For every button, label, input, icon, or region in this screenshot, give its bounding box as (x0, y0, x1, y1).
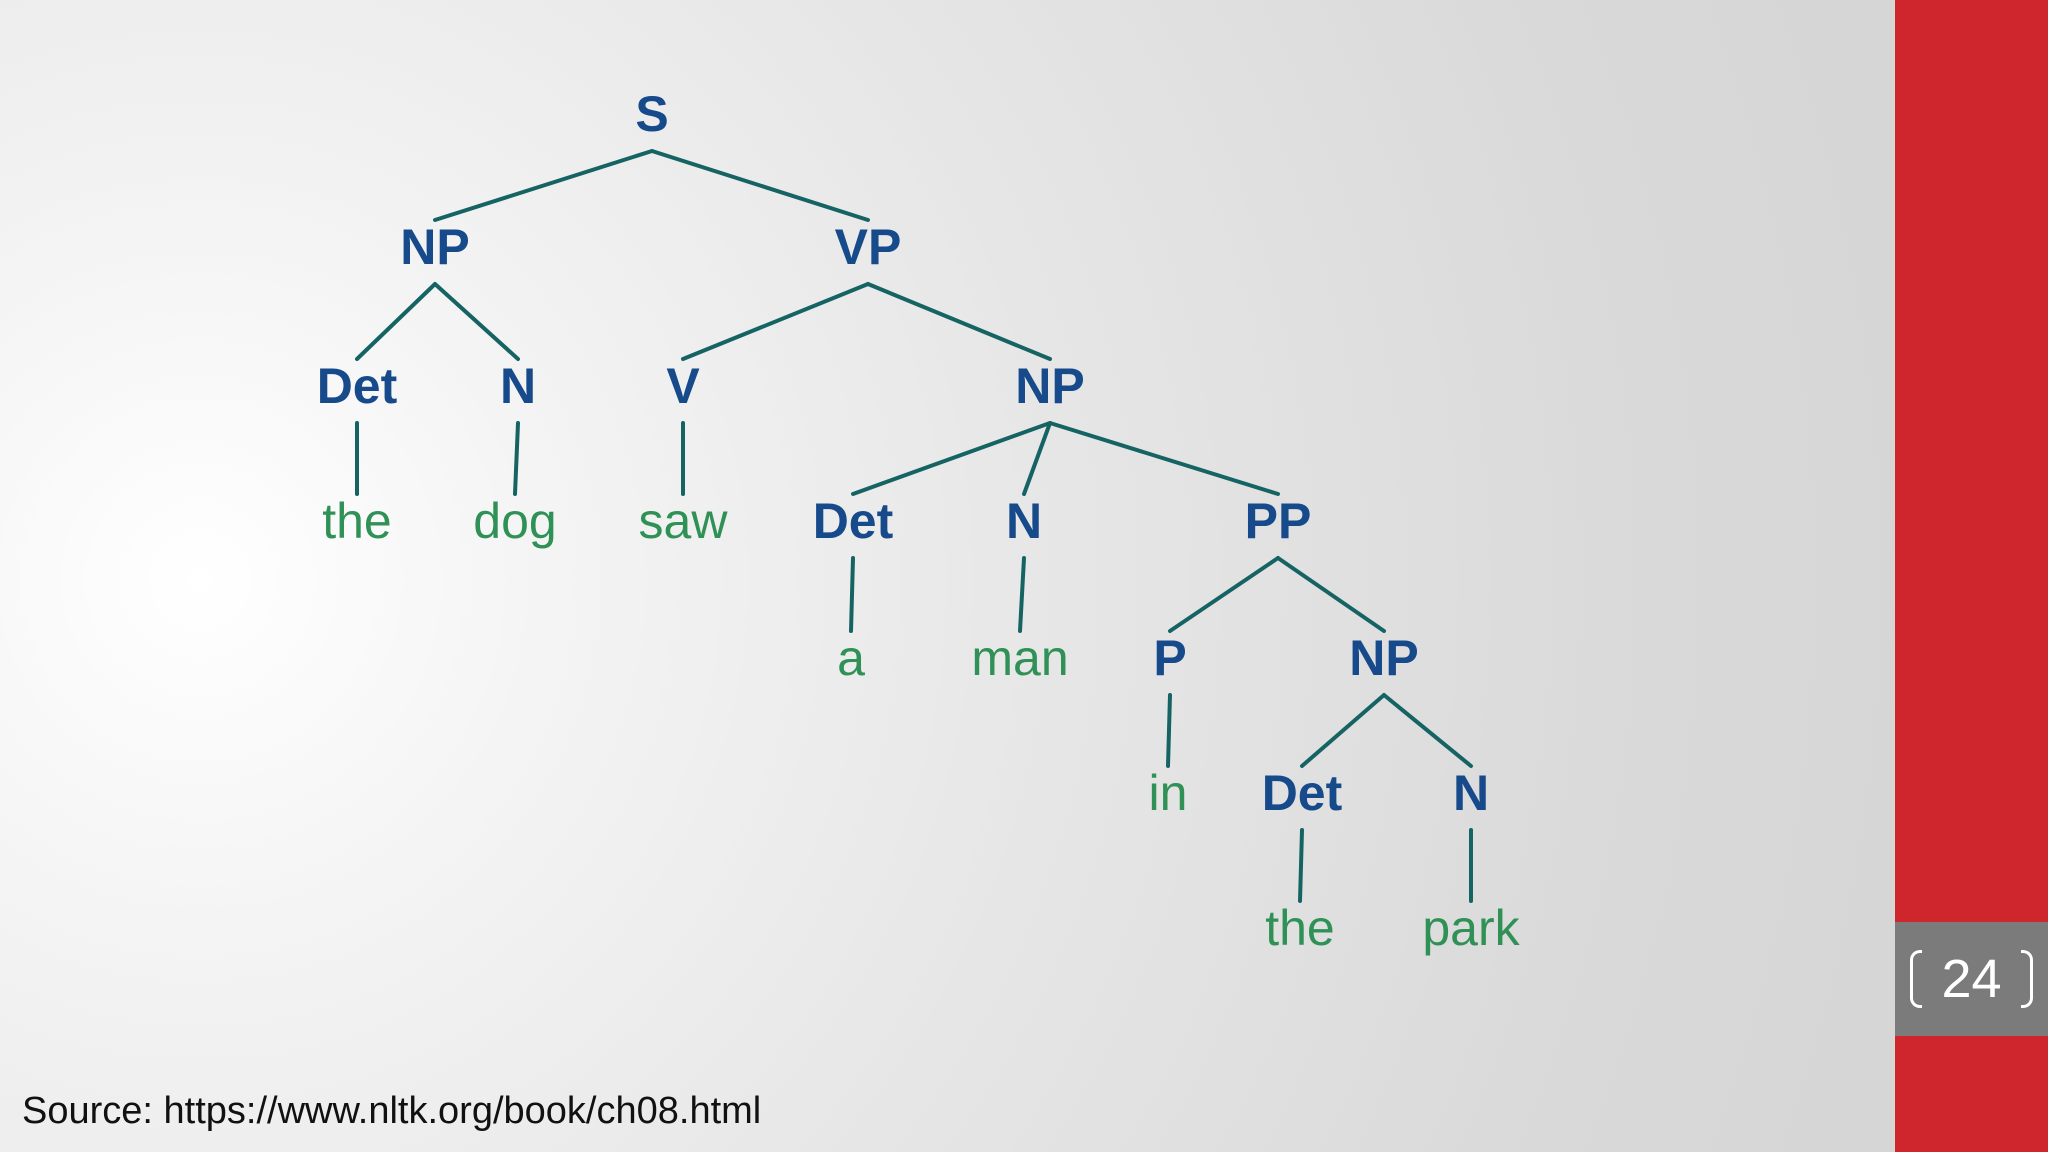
tree-edge-vp-np2 (866, 282, 1052, 361)
tree-node-np3: NP (1349, 630, 1418, 686)
tree-leaf-w-dog: dog (473, 493, 556, 549)
tree-edge-det3-w_the2 (1298, 828, 1304, 903)
tree-node-n2: N (1006, 493, 1042, 549)
tree-edge-vp-v (681, 282, 870, 361)
tree-edges (355, 149, 1473, 903)
tree-node-s: S (635, 86, 668, 142)
tree-node-n3: N (1453, 765, 1489, 821)
tree-leaf-w-a: a (837, 630, 865, 686)
tree-node-det1: Det (317, 358, 398, 414)
tree-edge-np1-det1 (355, 282, 437, 361)
tree-leaf-w-the1: the (322, 493, 392, 549)
tree-edge-np2-n2 (1022, 421, 1052, 496)
tree-edge-np3-n3 (1382, 693, 1473, 768)
tree-edge-np1-n1 (433, 282, 520, 361)
tree-edge-np2-pp (1048, 421, 1280, 496)
right-bracket-icon (2021, 950, 2033, 1008)
tree-edge-s-vp (650, 149, 870, 222)
tree-node-v: V (666, 358, 700, 414)
tree-edge-np2-det2 (851, 421, 1052, 496)
tree-node-np2: NP (1015, 358, 1084, 414)
tree-leaf-w-in: in (1149, 765, 1188, 821)
tree-edge-n1-w_dog (513, 421, 520, 496)
tree-edge-p-w_in (1166, 693, 1172, 768)
left-bracket-icon (1910, 950, 1922, 1008)
tree-node-np1: NP (400, 219, 469, 275)
tree-edge-det2-w_a (849, 556, 855, 633)
tree-node-n1: N (500, 358, 536, 414)
tree-edge-n2-w_man (1018, 556, 1026, 633)
page-number-box: 24 (1895, 922, 2048, 1036)
tree-leaf-w-the2: the (1265, 900, 1335, 956)
source-citation: Source: https://www.nltk.org/book/ch08.h… (22, 1090, 762, 1132)
tree-node-vp: VP (835, 219, 902, 275)
tree-edge-s-np1 (433, 149, 654, 222)
page-number: 24 (1941, 949, 2002, 1009)
tree-node-pp: PP (1245, 493, 1312, 549)
tree-node-det3: Det (1262, 765, 1343, 821)
tree-leaf-w-park: park (1422, 900, 1520, 956)
tree-node-det2: Det (813, 493, 894, 549)
tree-node-p: P (1153, 630, 1186, 686)
tree-edge-pp-np3 (1276, 556, 1386, 633)
tree-edge-pp-p (1168, 556, 1280, 633)
tree-edge-np3-det3 (1300, 693, 1386, 768)
tree-leaf-w-saw: saw (639, 493, 729, 549)
tree-leaf-w-man: man (971, 630, 1068, 686)
